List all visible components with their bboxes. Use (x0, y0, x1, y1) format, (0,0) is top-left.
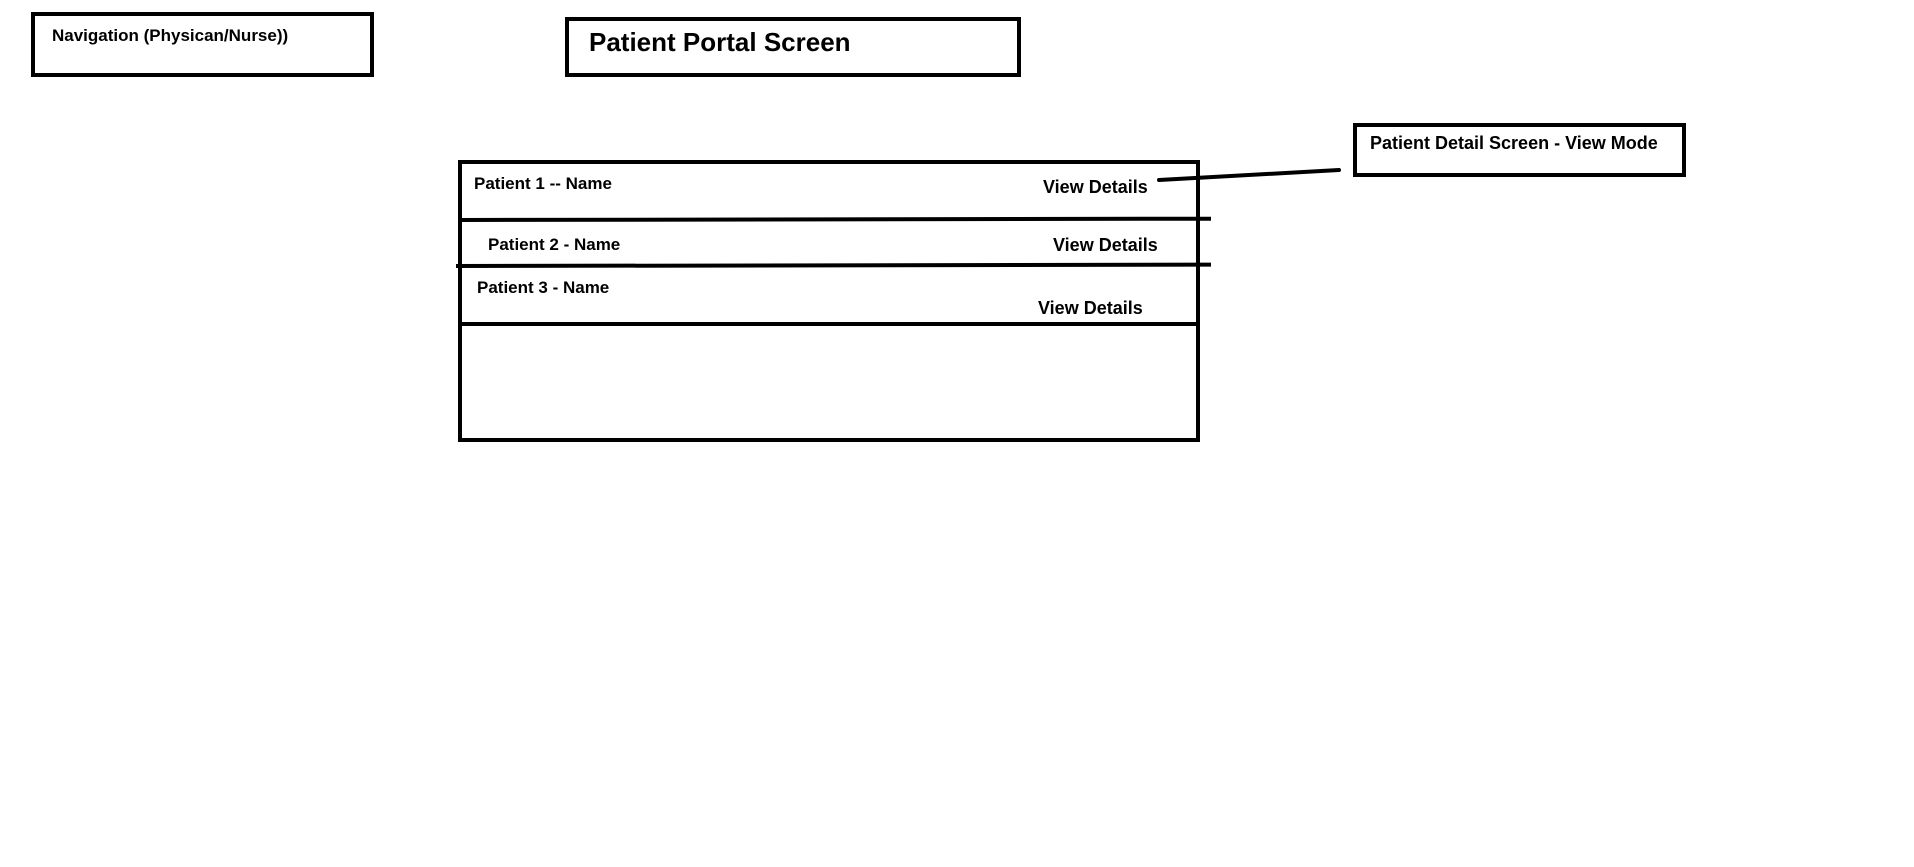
patient-2-name: Patient 2 - Name (488, 235, 621, 254)
patient-list (458, 160, 1200, 442)
patient-3-view-details-link[interactable]: View Details (1038, 298, 1143, 318)
page-title: Patient Portal Screen (589, 27, 851, 57)
row-divider (460, 322, 1200, 326)
patient-2-view-details-link[interactable]: View Details (1053, 235, 1158, 255)
patient-detail-screen-label: Patient Detail Screen - View Mode (1370, 133, 1658, 153)
patient-3-name: Patient 3 - Name (477, 278, 610, 297)
navigation-box[interactable]: Navigation (Physican/Nurse)) (31, 12, 374, 77)
navigation-label: Navigation (Physican/Nurse)) (52, 26, 289, 45)
patient-1-view-details-link[interactable]: View Details (1043, 177, 1148, 197)
patient-1-name: Patient 1 -- Name (474, 174, 612, 193)
patient-detail-screen-box[interactable]: Patient Detail Screen - View Mode (1353, 123, 1686, 177)
page-title-box: Patient Portal Screen (565, 17, 1021, 77)
